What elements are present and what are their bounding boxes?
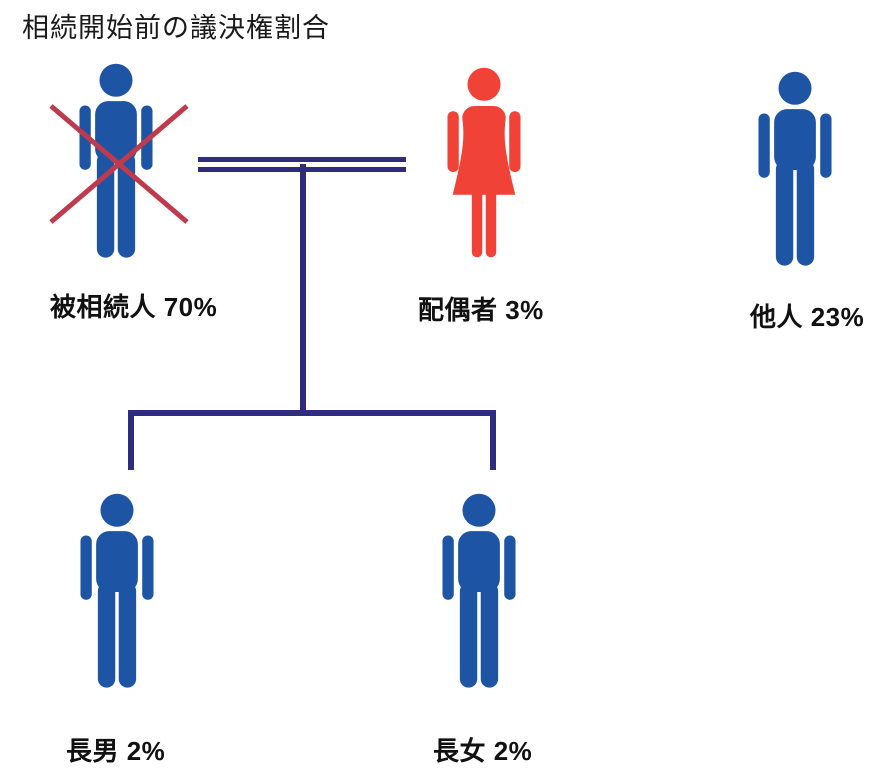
person-figure-eldest-daughter	[431, 492, 527, 692]
child-connector-right	[490, 410, 496, 470]
diagram-title: 相続開始前の議決権割合	[22, 13, 330, 43]
person-figure-other	[747, 70, 843, 270]
marriage-line-top	[198, 157, 406, 162]
female-person-icon	[447, 67, 521, 258]
person-label-other: 他人 23%	[750, 302, 865, 332]
person-label-eldest-daughter: 長女 2%	[433, 736, 533, 766]
male-person-icon	[80, 493, 154, 688]
person-label-decedent: 被相続人 70%	[50, 292, 218, 322]
children-connector-bar	[128, 410, 496, 416]
male-person-icon	[758, 71, 832, 266]
deceased-cross-icon	[49, 104, 189, 224]
male-person-icon	[442, 493, 516, 688]
child-connector-left	[128, 410, 134, 470]
person-label-eldest-son: 長男 2%	[66, 736, 166, 766]
descent-line	[300, 164, 306, 414]
person-label-spouse: 配偶者 3%	[418, 295, 544, 325]
person-figure-spouse	[436, 66, 532, 266]
person-figure-eldest-son	[69, 492, 165, 692]
